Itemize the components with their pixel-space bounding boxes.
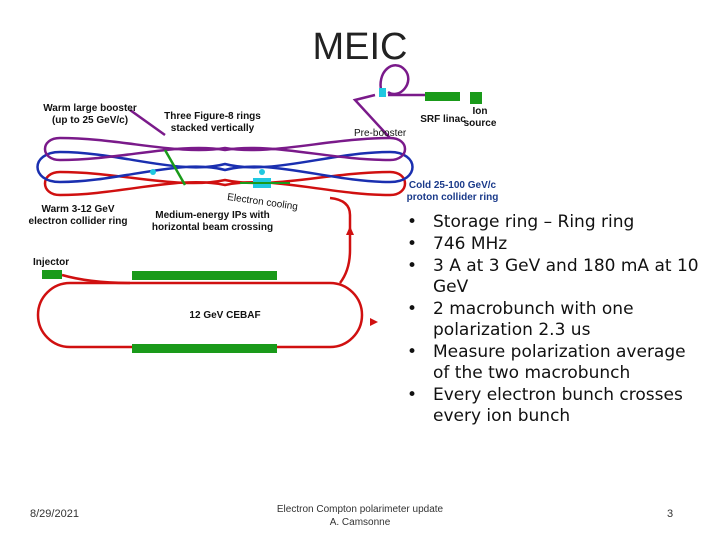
srf-linac-block (425, 92, 460, 101)
pre-booster (379, 64, 425, 97)
bullet-item: 2 macrobunch with one polarization 2.3 u… (405, 299, 705, 341)
label-warm-large-booster: Warm large booster (up to 25 GeV/c) (30, 103, 150, 127)
transfer-line-electron (329, 196, 352, 284)
ion-figure8-ring (36, 150, 414, 184)
ip-dot-left (150, 169, 156, 175)
slide-title: MEIC (312, 26, 408, 68)
footer-date: 8/29/2021 (30, 508, 79, 520)
page-number: 3 (667, 508, 674, 520)
arrow-right (370, 318, 378, 326)
ip-crossing-line (163, 149, 187, 186)
ion-source-block (470, 92, 482, 104)
label-line: stacked vertically (170, 123, 255, 134)
booster-diagonal (129, 108, 166, 137)
label-line: proton collider ring (406, 192, 499, 203)
bullet-item: Measure polarization average of the two … (405, 342, 705, 384)
label-figure8: Three Figure-8 rings stacked vertically (150, 111, 275, 135)
footer-title: Electron Compton polarimeter update A. C… (260, 503, 460, 529)
label-line: electron collider ring (28, 216, 128, 227)
label-line: Three Figure-8 rings (164, 111, 261, 122)
cebaf-linac-upper (132, 271, 277, 280)
label-srf-linac: SRF linac (420, 114, 466, 125)
label-line: Medium-energy IPs with (155, 210, 270, 221)
electron-figure8-ring (43, 170, 407, 197)
arrow-up (346, 226, 354, 235)
injector-block (42, 270, 62, 279)
label-injector: Injector (33, 257, 70, 268)
footer-author: A. Camsonne (329, 517, 391, 528)
bullet-list: Storage ring – Ring ring 746 MHz 3 A at … (405, 212, 705, 428)
label-line: source (463, 118, 497, 129)
label-cold-ring: Cold 25-100 GeV/c proton collider ring (395, 180, 510, 204)
booster-figure8-ring (43, 93, 407, 162)
label-cebaf: 12 GeV CEBAF (189, 310, 261, 321)
label-line: Ion (472, 106, 488, 117)
bullet-item: Every electron bunch crosses every ion b… (405, 385, 705, 427)
cebaf-linac-lower (132, 344, 277, 353)
label-line: Warm 3-12 GeV (41, 204, 115, 215)
footer-title-line: Electron Compton polarimeter update (276, 504, 444, 515)
injector-line (61, 273, 131, 285)
label-line: horizontal beam crossing (151, 222, 274, 233)
booster-transfer-line (352, 93, 391, 139)
label-medium-ips: Medium-energy IPs with horizontal beam c… (140, 210, 285, 234)
bullet-item: 3 A at 3 GeV and 180 mA at 10 GeV (405, 256, 705, 298)
pre-booster-cooling (379, 88, 386, 97)
label-ion-source: Ion source (460, 106, 500, 130)
label-warm-electron-ring: Warm 3-12 GeV electron collider ring (18, 204, 138, 228)
bullet-item: Storage ring – Ring ring (405, 212, 705, 233)
bullet-item: 746 MHz (405, 234, 705, 255)
label-pre-booster: Pre-booster (354, 128, 407, 139)
label-line: Cold 25-100 GeV/c (408, 180, 497, 191)
label-line: (up to 25 GeV/c) (51, 115, 129, 126)
label-line: Warm large booster (43, 103, 137, 114)
ip-dot-right (259, 169, 265, 175)
